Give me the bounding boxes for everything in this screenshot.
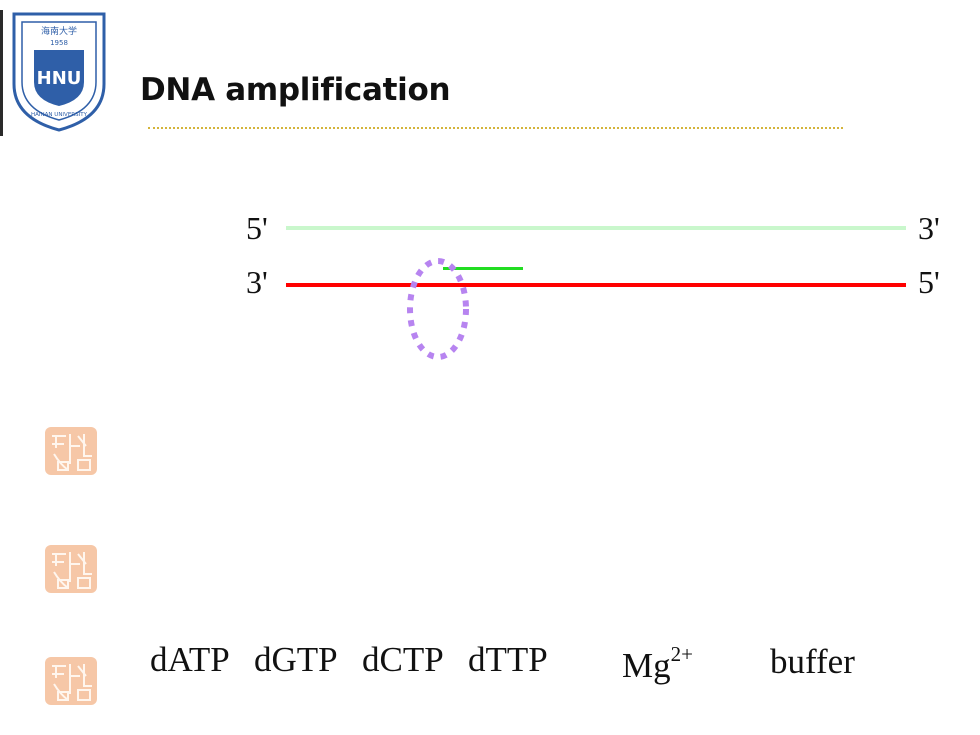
reagent-mg-charge: 2+	[670, 642, 693, 666]
bottom-strand-left-label: 3'	[246, 264, 268, 300]
university-logo: 海南大学 1958 HNU HAINAN UNIVERSITY	[12, 12, 106, 132]
logo-ring-text: HAINAN UNIVERSITY	[31, 112, 88, 118]
logo-top-text: 海南大学	[41, 25, 77, 37]
bottom-strand-right-label: 5'	[918, 264, 940, 300]
bottom-strand	[286, 283, 906, 287]
seal-stamp-icon	[45, 427, 97, 475]
reagent-mg: Mg2+	[622, 642, 693, 686]
reagent-buffer: buffer	[770, 642, 855, 681]
reagents-list: dATP dGTP dCTP dTTP Mg2+ buffer	[150, 640, 910, 690]
logo-edge-bar	[0, 10, 3, 136]
logo-monogram: HNU	[37, 68, 82, 89]
logo-year: 1958	[50, 39, 68, 47]
highlight-ellipse	[407, 258, 469, 360]
reagent-datp: dATP	[150, 640, 230, 679]
page-title: DNA amplification	[140, 72, 451, 108]
reagent-dctp: dCTP	[362, 640, 444, 679]
reagent-dgtp: dGTP	[254, 640, 338, 679]
top-strand	[286, 226, 906, 230]
seal-stamp-icon	[45, 545, 97, 593]
reagent-dttp: dTTP	[468, 640, 548, 679]
top-strand-left-label: 5'	[246, 210, 268, 246]
seal-stamp-icon	[45, 657, 97, 705]
title-underline	[148, 127, 843, 129]
primer	[443, 267, 523, 270]
top-strand-right-label: 3'	[918, 210, 940, 246]
reagent-mg-symbol: Mg	[622, 646, 671, 685]
